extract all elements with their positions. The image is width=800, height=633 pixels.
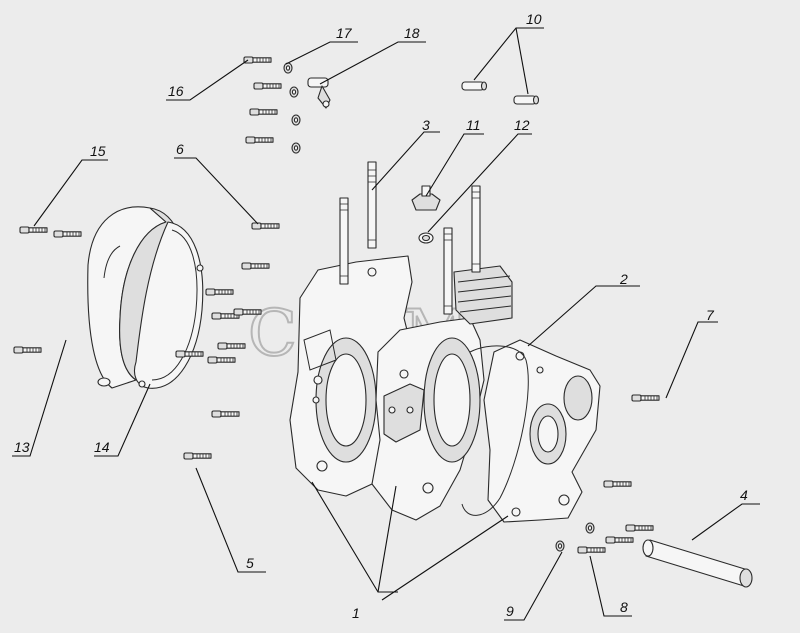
housing-part-right — [483, 339, 601, 523]
callout-2: 2 — [619, 271, 628, 287]
fitting-part — [411, 185, 441, 211]
callout-3: 3 — [422, 117, 430, 133]
housing-gasket-2 — [461, 345, 529, 516]
callout-14: 14 — [94, 439, 110, 455]
left-bolt-group — [13, 226, 82, 354]
callout-4: 4 — [740, 487, 748, 503]
top-bolt-group — [243, 56, 301, 154]
leader-lines — [12, 27, 760, 621]
callout-5: 5 — [246, 555, 254, 571]
callout-12: 12 — [514, 117, 530, 133]
dowel-pin-part — [461, 81, 540, 105]
callout-16: 16 — [168, 83, 184, 99]
shaft-part — [642, 539, 753, 588]
callout-9: 9 — [506, 603, 514, 619]
callout-13: 13 — [14, 439, 30, 455]
callout-11: 11 — [466, 117, 481, 133]
callout-18: 18 — [404, 25, 420, 41]
bracket-part — [307, 77, 331, 109]
housing-part-center — [371, 317, 485, 521]
cylinder-fins — [453, 265, 513, 325]
callout-labels: 1 2 3 4 5 6 7 8 9 10 11 12 13 14 15 16 1… — [14, 11, 748, 621]
callout-8: 8 — [620, 599, 628, 615]
seal-ring-part — [418, 232, 434, 244]
callout-17: 17 — [336, 25, 353, 41]
callout-6: 6 — [176, 141, 184, 157]
callout-7: 7 — [706, 307, 715, 323]
stud-part — [339, 161, 481, 315]
callout-1: 1 — [352, 605, 360, 621]
callout-15: 15 — [90, 143, 106, 159]
callout-10: 10 — [526, 11, 542, 27]
